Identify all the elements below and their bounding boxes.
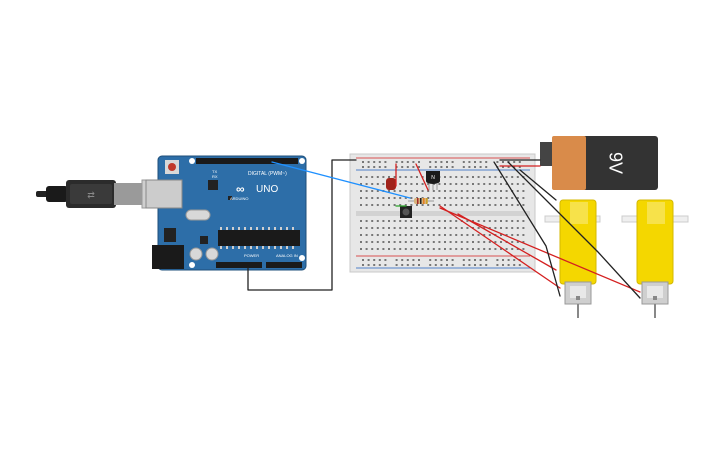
arduino-uno-board[interactable]: DIGITAL (PWM~) TX RX ∞ UNO ARDUINO POWER… <box>145 155 307 271</box>
breadboard-holes[interactable] <box>360 161 525 266</box>
wire-motor2-red <box>439 207 641 293</box>
wire-motor1-red-b <box>457 213 557 271</box>
battery-9v[interactable]: 9V <box>540 136 658 190</box>
dc-motor-right[interactable] <box>621 199 689 318</box>
transistor-marking: N <box>431 175 435 181</box>
wire-battery-motor <box>519 169 557 201</box>
wire-motor1-red <box>439 205 561 289</box>
board-name: UNO <box>256 184 278 195</box>
atmega-chip <box>218 230 300 246</box>
analog-header[interactable] <box>266 262 302 268</box>
battery-terminals <box>540 142 554 166</box>
capacitor[interactable] <box>386 178 396 190</box>
digital-label: DIGITAL (PWM~) <box>248 171 287 177</box>
digital-header[interactable] <box>196 158 298 164</box>
brand-label: ARDUINO <box>230 196 248 201</box>
wire-gnd-arduino <box>247 159 357 291</box>
wire-motor1-black <box>493 161 561 297</box>
power-header[interactable] <box>216 262 262 268</box>
wire-motor2-black <box>507 161 641 299</box>
arduino-logo-icon: ∞ <box>236 182 245 196</box>
resistor[interactable] <box>408 198 434 204</box>
battery-voltage-label: 9V <box>605 152 625 174</box>
analog-label: ANALOG IN <box>276 253 298 258</box>
wire-red-transistor <box>415 163 429 191</box>
dc-motor-left[interactable] <box>544 199 601 318</box>
svg-text:⇄: ⇄ <box>87 190 95 200</box>
power-jack <box>152 245 184 269</box>
tx-label: TX <box>212 169 217 174</box>
breadboard[interactable] <box>349 153 536 273</box>
rx-label: RX <box>212 174 218 179</box>
wire-signal-blue <box>271 161 411 199</box>
power-label: POWER <box>244 253 259 258</box>
push-button[interactable] <box>400 206 412 218</box>
npn-transistor[interactable]: N <box>426 171 440 190</box>
reset-button[interactable] <box>168 163 176 171</box>
usb-port <box>145 179 183 209</box>
